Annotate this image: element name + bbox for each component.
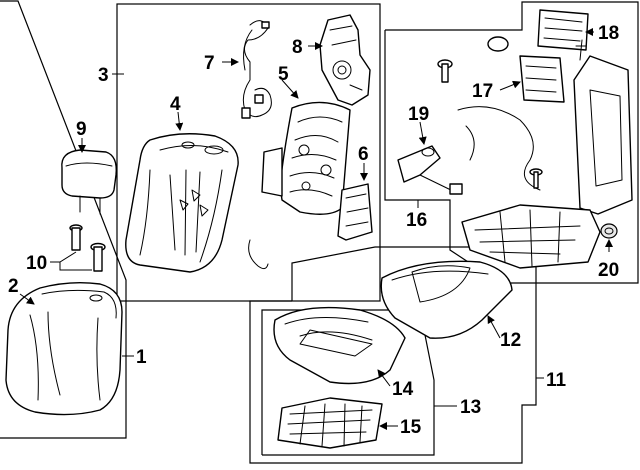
part-6-control-module: [337, 183, 373, 241]
callout-6: 6: [358, 144, 369, 165]
callout-1: 1: [136, 347, 147, 368]
fastener-pin: [529, 168, 543, 189]
callout-3: 3: [98, 65, 109, 86]
part-10-head-restraint-guides: [69, 224, 106, 272]
seat-frame-base: [461, 204, 601, 269]
part-7-wiring-harness: [241, 20, 272, 119]
part-15-cushion-frame: [277, 397, 383, 449]
callout-12: 12: [500, 330, 521, 351]
callout-7: 7: [204, 53, 215, 74]
frame-13: [261, 309, 435, 456]
callout-17: 17: [472, 81, 493, 102]
callout-13: 13: [460, 397, 481, 418]
callout-9: 9: [76, 119, 87, 140]
callout-8: 8: [292, 37, 303, 58]
part-5-lumbar-support: [261, 101, 351, 215]
leader-lines: [19, 28, 613, 430]
retainer-ring: [487, 36, 509, 52]
hook-clip: [248, 239, 269, 270]
callout-11: 11: [546, 370, 567, 391]
part-4-seatback-cover: [125, 133, 239, 273]
frame-1: [0, 0, 127, 439]
callout-19: 19: [408, 104, 429, 125]
part-18-control-module: [537, 9, 589, 51]
frame-11: [249, 246, 537, 464]
part-9-head-restraint: [61, 149, 117, 215]
callout-16: 16: [406, 210, 427, 231]
callout-15: 15: [400, 417, 422, 438]
fastener-bolt: [437, 59, 453, 83]
part-14-cushion-cover: [273, 306, 406, 385]
part-17-seatback-frame: [457, 39, 633, 215]
callout-20: 20: [598, 260, 619, 281]
part-1-seatback-cover-assembly: [5, 281, 123, 416]
frame-3: [116, 3, 381, 302]
part-8-lumbar-actuator: [319, 14, 371, 106]
part-12-cushion-pad: [380, 260, 513, 339]
callout-5: 5: [278, 64, 289, 85]
part-20-grommet: [600, 223, 618, 239]
callout-14: 14: [392, 379, 414, 400]
callout-18: 18: [598, 23, 619, 44]
callout-2: 2: [8, 276, 19, 297]
callout-4: 4: [170, 94, 181, 115]
callout-10: 10: [26, 253, 47, 274]
part-19-bracket: [397, 145, 463, 195]
